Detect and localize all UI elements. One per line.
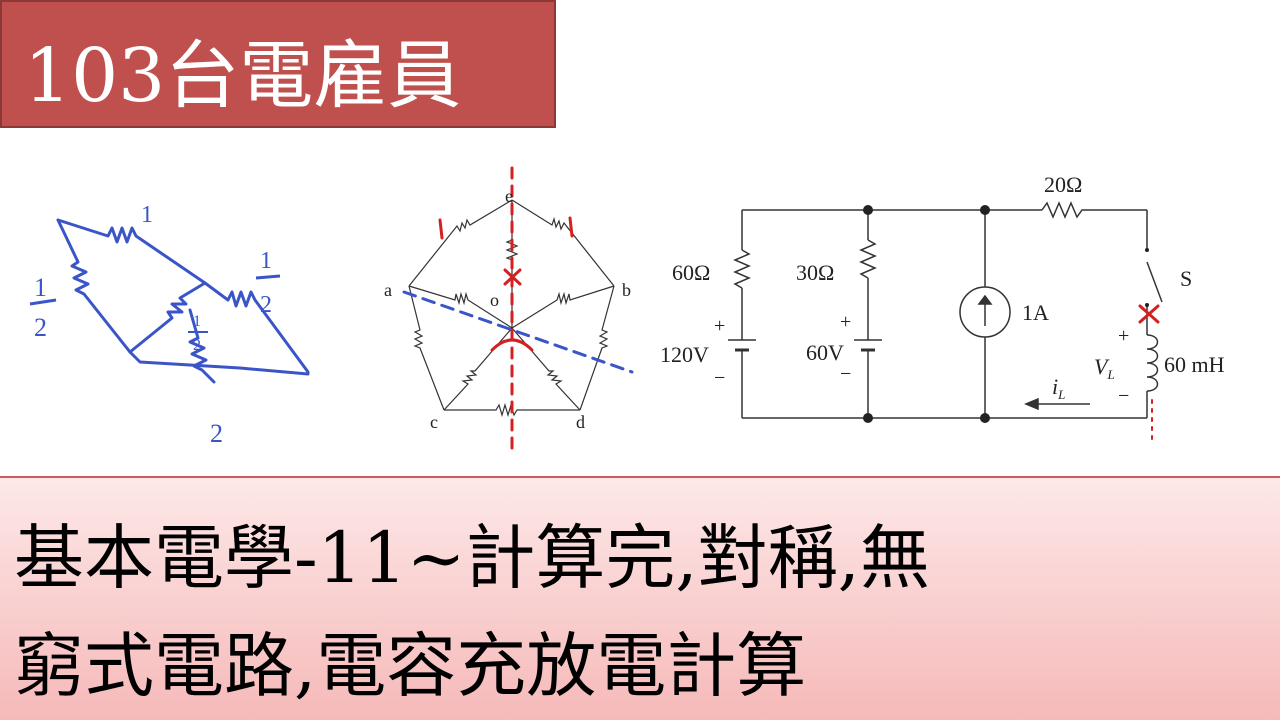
sketch-label-left-den: 2 (34, 313, 47, 342)
edge-a-c (408, 285, 445, 411)
node-c: c (430, 412, 438, 432)
red-tick-right (568, 216, 574, 238)
label-v60: 60V (806, 340, 844, 365)
edge-c-o (443, 327, 513, 411)
sketch-label-right-num: 1 (260, 248, 272, 274)
label-switch: S (1180, 266, 1192, 291)
sketch-label-top: 1 (141, 202, 153, 228)
label-isource: 1A (1022, 300, 1049, 325)
pentagon-annotations (402, 166, 634, 450)
label-r20: 20Ω (1044, 172, 1082, 197)
sketch-frac-bar-right (255, 274, 281, 280)
inductor-coil (1146, 334, 1159, 392)
pentagon-network (408, 199, 615, 418)
sketch-label-left-num: 1 (34, 273, 47, 302)
label-il: iL (1052, 374, 1065, 402)
banner-line-1: 基本電學-11~計算完,對稱,無 (14, 517, 930, 599)
node-e: e (505, 186, 513, 206)
pentagon-labels: e a o b c d (384, 186, 631, 432)
label-vl: VL (1094, 354, 1115, 382)
label-120-minus: − (714, 367, 725, 389)
node-a: a (384, 280, 392, 300)
diagram-area: 1 1 2 1 2 1 2 2 e a o b c (29, 166, 1225, 450)
sketch-label-right-den: 2 (260, 292, 272, 318)
label-120-plus: + (714, 315, 725, 337)
edge-e-a (408, 199, 513, 287)
label-v120: 120V (660, 342, 709, 367)
edge-b-o (511, 285, 615, 329)
red-cross-mark (503, 268, 522, 286)
il-main: i (1052, 374, 1058, 399)
edge-e-o (505, 200, 519, 328)
label-inductor: 60 mH (1164, 352, 1225, 377)
label-60-plus: + (840, 311, 851, 333)
label-60-minus: − (840, 363, 851, 385)
sketch-edge-center (188, 308, 216, 384)
sketch-labels: 1 1 2 1 2 1 2 2 (29, 202, 281, 448)
red-arc-mark (490, 338, 534, 352)
title-box: 103台電雇員 (0, 0, 556, 128)
resistor-20 (1041, 201, 1147, 219)
resistor-60 (733, 249, 751, 289)
inductor-x-mark (1138, 304, 1160, 324)
switch-blade (1146, 261, 1163, 303)
resistor-30 (859, 239, 877, 279)
label-l-plus: + (1118, 325, 1129, 347)
circuit (728, 201, 1163, 419)
sketch-edge-right (203, 281, 310, 374)
sketch-edge-left (56, 218, 132, 354)
edge-d-o (511, 327, 581, 411)
sketch-edge-diag (128, 281, 207, 354)
red-tick-left (438, 218, 444, 240)
vl-main: V (1094, 354, 1110, 379)
page-title: 103台電雇員 (24, 33, 462, 119)
node-d: d (576, 412, 585, 432)
circuit-labels: 20Ω 60Ω 30Ω + 120V − + 60V − 1A S + VL −… (660, 172, 1225, 407)
edge-c-d (444, 402, 580, 418)
sketch-edge-bottom (128, 350, 310, 376)
subtitle-banner: 基本電學-11~計算完,對稱,無 窮式電路,電容充放電計算 (0, 476, 1280, 720)
circuit-red-marks (1138, 304, 1160, 441)
sketch-network (56, 218, 310, 384)
sketch-label-bottom: 2 (210, 419, 223, 448)
edge-a-o (408, 285, 513, 329)
sketch-label-center-num: 1 (193, 313, 201, 330)
banner-line-2: 窮式電路,電容充放電計算 (14, 625, 807, 707)
node-o: o (490, 290, 499, 310)
edge-b-d (579, 285, 615, 411)
sketch-label-center-den: 2 (193, 337, 201, 354)
vl-sub: L (1106, 367, 1114, 382)
cut-line-blue (402, 290, 634, 374)
sketch-edge-top (56, 218, 207, 285)
circuit-nodes (863, 205, 1149, 423)
il-sub: L (1057, 387, 1065, 402)
label-r30: 30Ω (796, 260, 834, 285)
sketch-frac-bar-left (29, 298, 57, 306)
label-r60: 60Ω (672, 260, 710, 285)
node-b: b (622, 280, 631, 300)
edge-e-b (511, 199, 615, 287)
label-l-minus: − (1118, 385, 1129, 407)
